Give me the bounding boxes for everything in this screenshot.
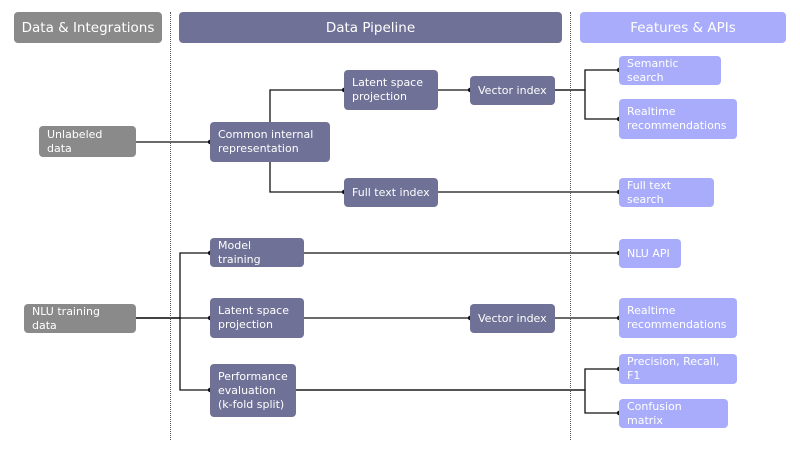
feature-confusion-matrix[interactable]: Confusion matrix (619, 399, 728, 428)
pipeline-model-training[interactable]: Model training (210, 238, 304, 267)
line-nlu-to-model-training (136, 250, 213, 319)
line-common-to-latent-1 (269, 87, 347, 122)
feature-precision-recall-f1[interactable]: Precision, Recall, F1 (619, 354, 737, 384)
header-data-pipeline: Data Pipeline (179, 12, 562, 43)
line-nlu-to-performance (136, 317, 213, 393)
source-nlu-training-data[interactable]: NLU training data (24, 304, 136, 333)
pipeline-common-internal-representation[interactable]: Common internal representation (210, 122, 330, 162)
column-divider-right (570, 12, 571, 440)
line-common-to-fulltext-index (269, 162, 347, 195)
pipeline-full-text-index[interactable]: Full text index (344, 178, 438, 207)
feature-semantic-search[interactable]: Semantic search (619, 56, 721, 85)
pipeline-performance-evaluation[interactable]: Performance evaluation (k-fold split) (210, 364, 296, 417)
header-features-apis: Features & APIs (580, 12, 786, 43)
feature-nlu-api[interactable]: NLU API (619, 239, 681, 268)
line-vector-1-to-semantic (555, 67, 622, 91)
pipeline-latent-space-projection[interactable]: Latent space projection (344, 70, 438, 110)
pipeline-latent-space-projection-2[interactable]: Latent space projection (210, 298, 304, 338)
column-divider-left (170, 12, 171, 440)
pipeline-vector-index[interactable]: Vector index (470, 76, 555, 105)
pipeline-vector-index-2[interactable]: Vector index (470, 304, 555, 333)
feature-realtime-recommendations[interactable]: Realtime recommendations (619, 99, 737, 139)
feature-full-text-search[interactable]: Full text search (619, 178, 714, 207)
feature-realtime-recommendations-2[interactable]: Realtime recommendations (619, 298, 737, 338)
line-vector-1-to-recs-1 (555, 89, 622, 122)
line-performance-to-confusion (296, 389, 622, 416)
source-unlabeled-data[interactable]: Unlabeled data (39, 126, 136, 157)
header-data-integrations: Data & Integrations (14, 12, 162, 43)
